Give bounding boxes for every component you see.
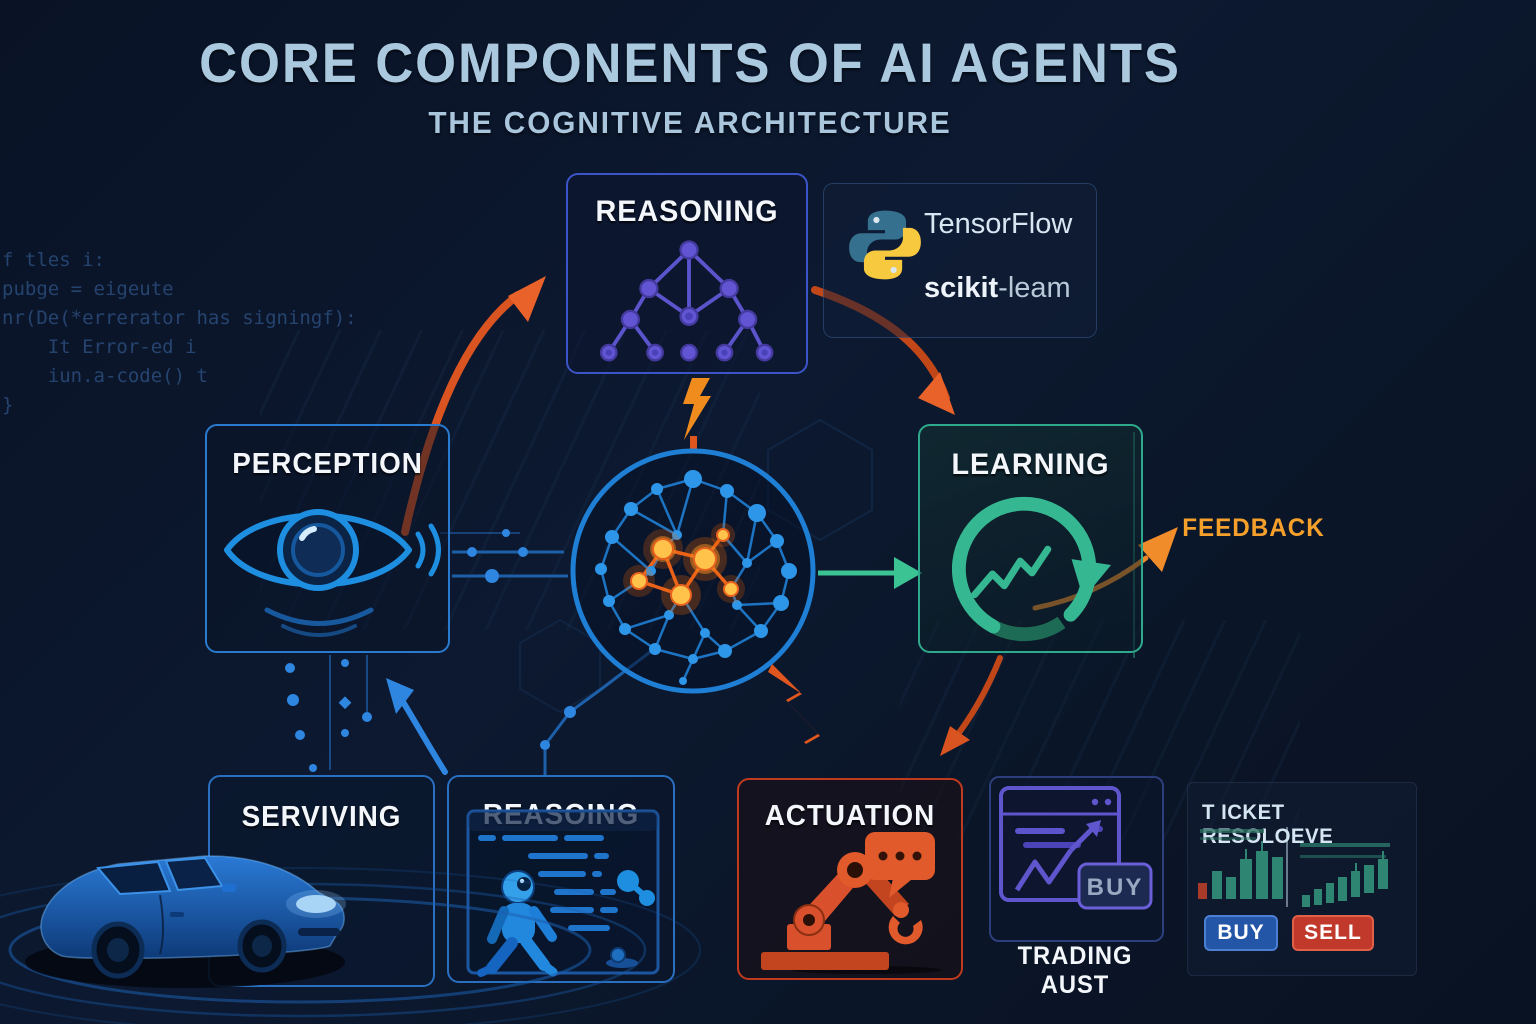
serviving-label: SERVIVING xyxy=(241,801,402,833)
candlestick-chart xyxy=(1198,827,1390,907)
decision-tree-icon xyxy=(599,240,774,362)
signal-wave-icon xyxy=(415,531,426,569)
trading-caption: TRADING AUST xyxy=(1017,942,1133,999)
arrow-up-to-perception xyxy=(386,678,448,775)
eye-icon xyxy=(224,509,441,637)
brain-network xyxy=(565,443,821,704)
code-line: It Error-ed i xyxy=(2,336,197,358)
circuit-perception-to-brain xyxy=(440,529,568,583)
scikit-bold: scikit xyxy=(924,272,999,304)
page-title: CORE COMPONENTS OF AI AGENTS xyxy=(199,31,1181,94)
frameworks-panel: TensorFlow scikit-leam xyxy=(823,183,1097,338)
buy-button-trading[interactable]: BUY xyxy=(1077,862,1153,910)
perception-label: PERCEPTION xyxy=(232,448,423,480)
actuation-label: ACTUATION xyxy=(764,800,936,832)
node-reasoning: REASONING xyxy=(566,173,808,374)
trading-widget: BUY xyxy=(989,776,1164,942)
code-line: f tles i: xyxy=(2,249,105,271)
bolt-reasoning-to-brain xyxy=(683,378,711,452)
header: CORE COMPONENTS OF AI AGENTS THE COGNITI… xyxy=(0,30,1380,141)
arrow-learning-to-actuation xyxy=(940,655,1003,756)
feedback-label: FEEDBACK xyxy=(1182,514,1325,542)
background-code: f tles i: pubge = eigeute nr(De(*errerator… xyxy=(2,246,357,420)
node-serviving: SERVIVING xyxy=(208,775,435,987)
chat-bubble-icon xyxy=(865,832,935,898)
trading-window-icon: BUY xyxy=(999,786,1153,910)
robot-arm-icon xyxy=(761,832,942,974)
code-line: pubge = eigeute xyxy=(2,278,174,300)
svg-text:BUY: BUY xyxy=(1087,874,1144,901)
snail-icon xyxy=(606,947,638,968)
node-learning: LEARNING xyxy=(918,424,1143,653)
code-line: } xyxy=(2,394,14,416)
node-actuation: ACTUATION xyxy=(737,778,963,980)
brain-icon xyxy=(570,448,816,694)
reasoning-label: REASONING xyxy=(595,195,779,228)
bolt-brain-to-actuation xyxy=(768,664,840,778)
learning-cycle-icon xyxy=(951,496,1112,642)
magnifier-icon xyxy=(617,870,655,906)
ticket-panel: T ICKET RESOLOEVE xyxy=(1187,782,1417,976)
code-line: iun.a-code() t xyxy=(2,365,208,387)
node-reasoing: REASOING xyxy=(447,775,675,983)
circuit-brain-to-reasoing xyxy=(540,644,659,775)
sell-button-ticket[interactable]: SELL xyxy=(1292,915,1374,951)
tensorflow-label: TensorFlow xyxy=(924,208,1073,240)
page-subtitle: THE COGNITIVE ARCHITECTURE xyxy=(428,105,952,140)
node-perception: PERCEPTION xyxy=(205,424,450,653)
agent-console-icon xyxy=(466,809,660,977)
code-line: nr(De(*errerator has signingf): xyxy=(2,307,357,329)
active-neurons xyxy=(623,523,745,615)
python-logo-icon xyxy=(849,210,921,280)
scikit-label: scikit-leam xyxy=(924,272,1071,305)
learning-label: LEARNING xyxy=(951,448,1110,481)
scikit-rest: -leam xyxy=(998,272,1071,304)
buy-button-ticket[interactable]: BUY xyxy=(1204,915,1278,951)
arrow-brain-to-learning xyxy=(818,557,922,589)
data-stream-under-perception xyxy=(285,655,372,772)
